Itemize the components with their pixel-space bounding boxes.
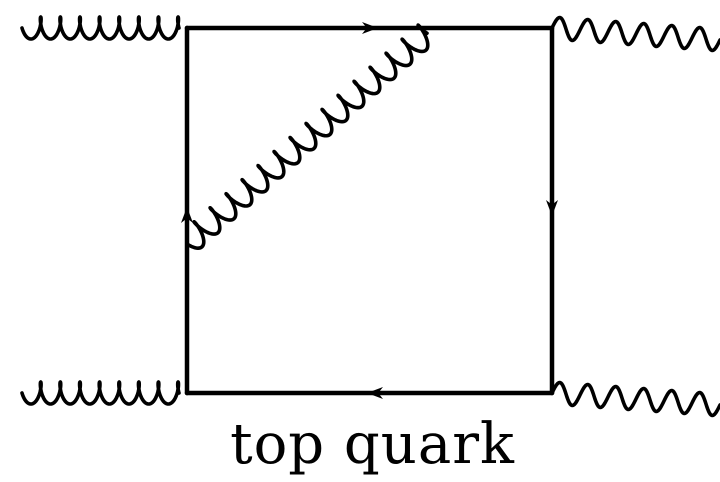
incoming-gluon-top	[20, 15, 181, 41]
internal-gluon	[185, 23, 430, 250]
outgoing-photon-top	[550, 15, 720, 53]
diagram-caption: top quark	[230, 412, 515, 477]
fermion-arrow-up	[181, 207, 193, 223]
fermion-arrow-right	[362, 22, 378, 34]
fermion-arrow-down	[546, 200, 558, 216]
outgoing-photon-bottom	[550, 380, 720, 418]
fermion-arrow-left	[367, 387, 383, 399]
incoming-gluon-bottom	[20, 380, 181, 406]
